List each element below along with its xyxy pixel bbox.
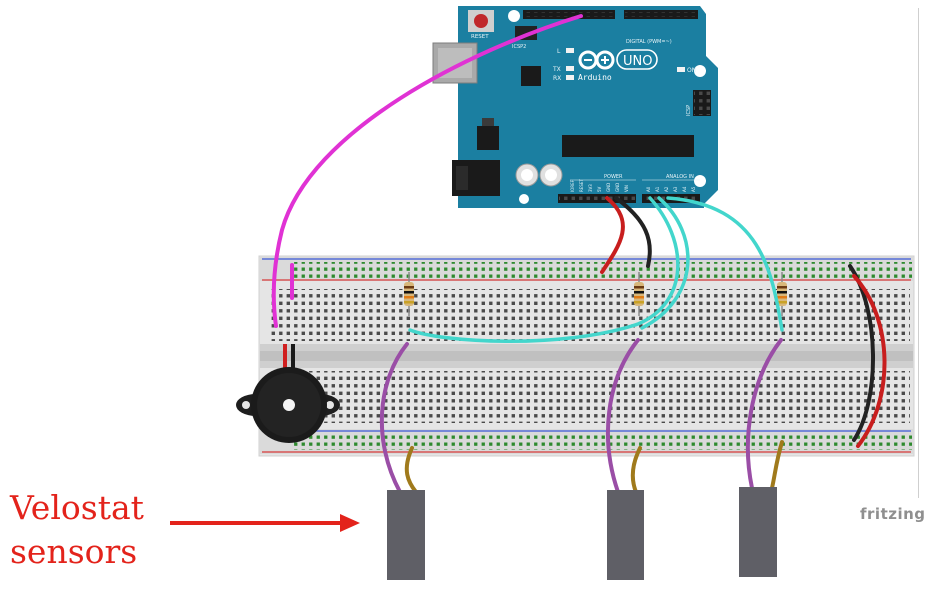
breadboard (258, 255, 915, 457)
icsp-label: ICSP (686, 105, 692, 116)
small-chip (521, 66, 541, 86)
resistor-2 (634, 272, 644, 316)
arduino-logo: UNO Arduino (578, 49, 658, 82)
reset-label: RESET (471, 34, 489, 40)
cyan-wire-a1 (640, 196, 690, 330)
logo-text: UNO (623, 54, 652, 69)
pin-gnd-2: GND (615, 183, 620, 192)
red-rail-jumper (852, 274, 887, 448)
pin-a3: A3 (673, 186, 678, 192)
black-gnd-wire (614, 196, 652, 268)
fritzing-watermark: fritzing (860, 505, 926, 523)
arduino-uno-board: RESET ICSP2 DIGITAL (PWM=~) L TX RX ON (432, 6, 718, 208)
piezo-buzzer (236, 344, 340, 443)
velostat-sensor-2 (607, 490, 644, 580)
pin-ioref: IOREF (570, 179, 575, 192)
sensor-leads (379, 338, 784, 494)
pin-a5: A5 (691, 186, 696, 192)
pin-3v3: 3V3 (588, 184, 593, 192)
power-label: POWER (604, 174, 623, 180)
analog-label: ANALOG IN (666, 174, 694, 180)
velostat-sensor-3 (739, 487, 777, 577)
callout-arrow (170, 514, 360, 532)
pin-vin: VIN (624, 185, 629, 192)
pin-a0: A0 (646, 186, 651, 192)
led-label-tx: TX (552, 66, 561, 73)
brand-text: Arduino (578, 73, 612, 82)
icsp2-label: ICSP2 (512, 44, 526, 50)
wires (271, 14, 887, 448)
velostat-sensor-1 (387, 490, 425, 580)
pin-a2: A2 (664, 186, 669, 192)
pin-a1: A1 (655, 186, 660, 192)
pin-reset: RESET (579, 179, 584, 192)
digital-label: DIGITAL (PWM=~) (626, 39, 672, 45)
magenta-wire (271, 14, 583, 328)
cyan-wire-a0 (408, 196, 680, 343)
led-label-rx: RX (553, 75, 561, 82)
pin-gnd-1: GND (606, 183, 611, 192)
resistor-1 (404, 272, 414, 316)
velostat-sensors-callout: Velostat sensors (10, 486, 144, 574)
red-5v-wire (600, 196, 625, 274)
buzzer-center (283, 399, 295, 411)
pin-a4: A4 (682, 186, 687, 192)
atmega-chip (562, 135, 694, 157)
callout-line-2: sensors (10, 532, 138, 571)
led-label-l: L (557, 48, 561, 55)
voltage-regulator (477, 126, 499, 150)
led-label-on: ON (687, 67, 696, 74)
resistor-3 (777, 272, 787, 316)
callout-line-1: Velostat (10, 488, 144, 527)
edge-line (918, 8, 919, 498)
cyan-wire-a2 (666, 196, 784, 332)
pin-5v: 5V (597, 186, 602, 192)
